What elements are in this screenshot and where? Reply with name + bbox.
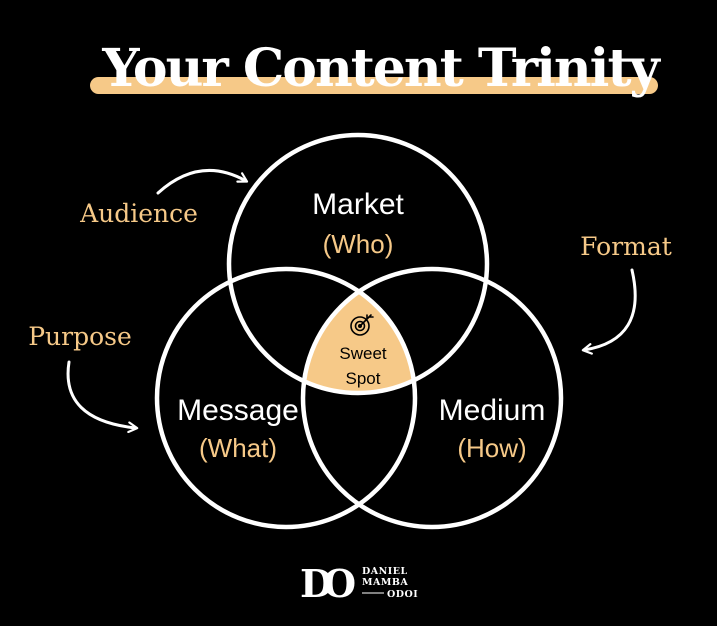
message-sublabel: (What) bbox=[199, 433, 277, 463]
audience-arrow bbox=[156, 169, 249, 195]
market-circle bbox=[226, 132, 490, 396]
message-circle bbox=[154, 266, 418, 530]
target-icon bbox=[350, 314, 374, 336]
author-logo: DO DANIEL MAMBA ODOI bbox=[300, 561, 418, 606]
purpose-arrow bbox=[66, 360, 139, 434]
logo-line2: MAMBA bbox=[362, 577, 408, 588]
message-label: Message bbox=[177, 394, 299, 427]
sweet-spot-area bbox=[303, 269, 415, 393]
title-highlight bbox=[90, 77, 658, 94]
logo-line3: ODOI bbox=[387, 589, 418, 600]
medium-sublabel: (How) bbox=[457, 433, 526, 463]
format-annotation: Format bbox=[580, 232, 672, 261]
audience-annotation: Audience bbox=[79, 199, 198, 228]
purpose-annotation: Purpose bbox=[28, 322, 132, 351]
logo-line1: DANIEL bbox=[362, 566, 408, 577]
format-arrow bbox=[581, 268, 637, 355]
sweet-spot-line2: Spot bbox=[346, 369, 381, 388]
logo-monogram: DO bbox=[300, 561, 355, 606]
sweet-spot-line1: Sweet bbox=[339, 344, 387, 363]
market-label: Market bbox=[312, 188, 404, 221]
medium-label: Medium bbox=[439, 394, 546, 427]
page-title: Your Content Trinity bbox=[101, 38, 661, 99]
market-sublabel: (Who) bbox=[323, 229, 394, 259]
medium-circle bbox=[300, 266, 564, 530]
